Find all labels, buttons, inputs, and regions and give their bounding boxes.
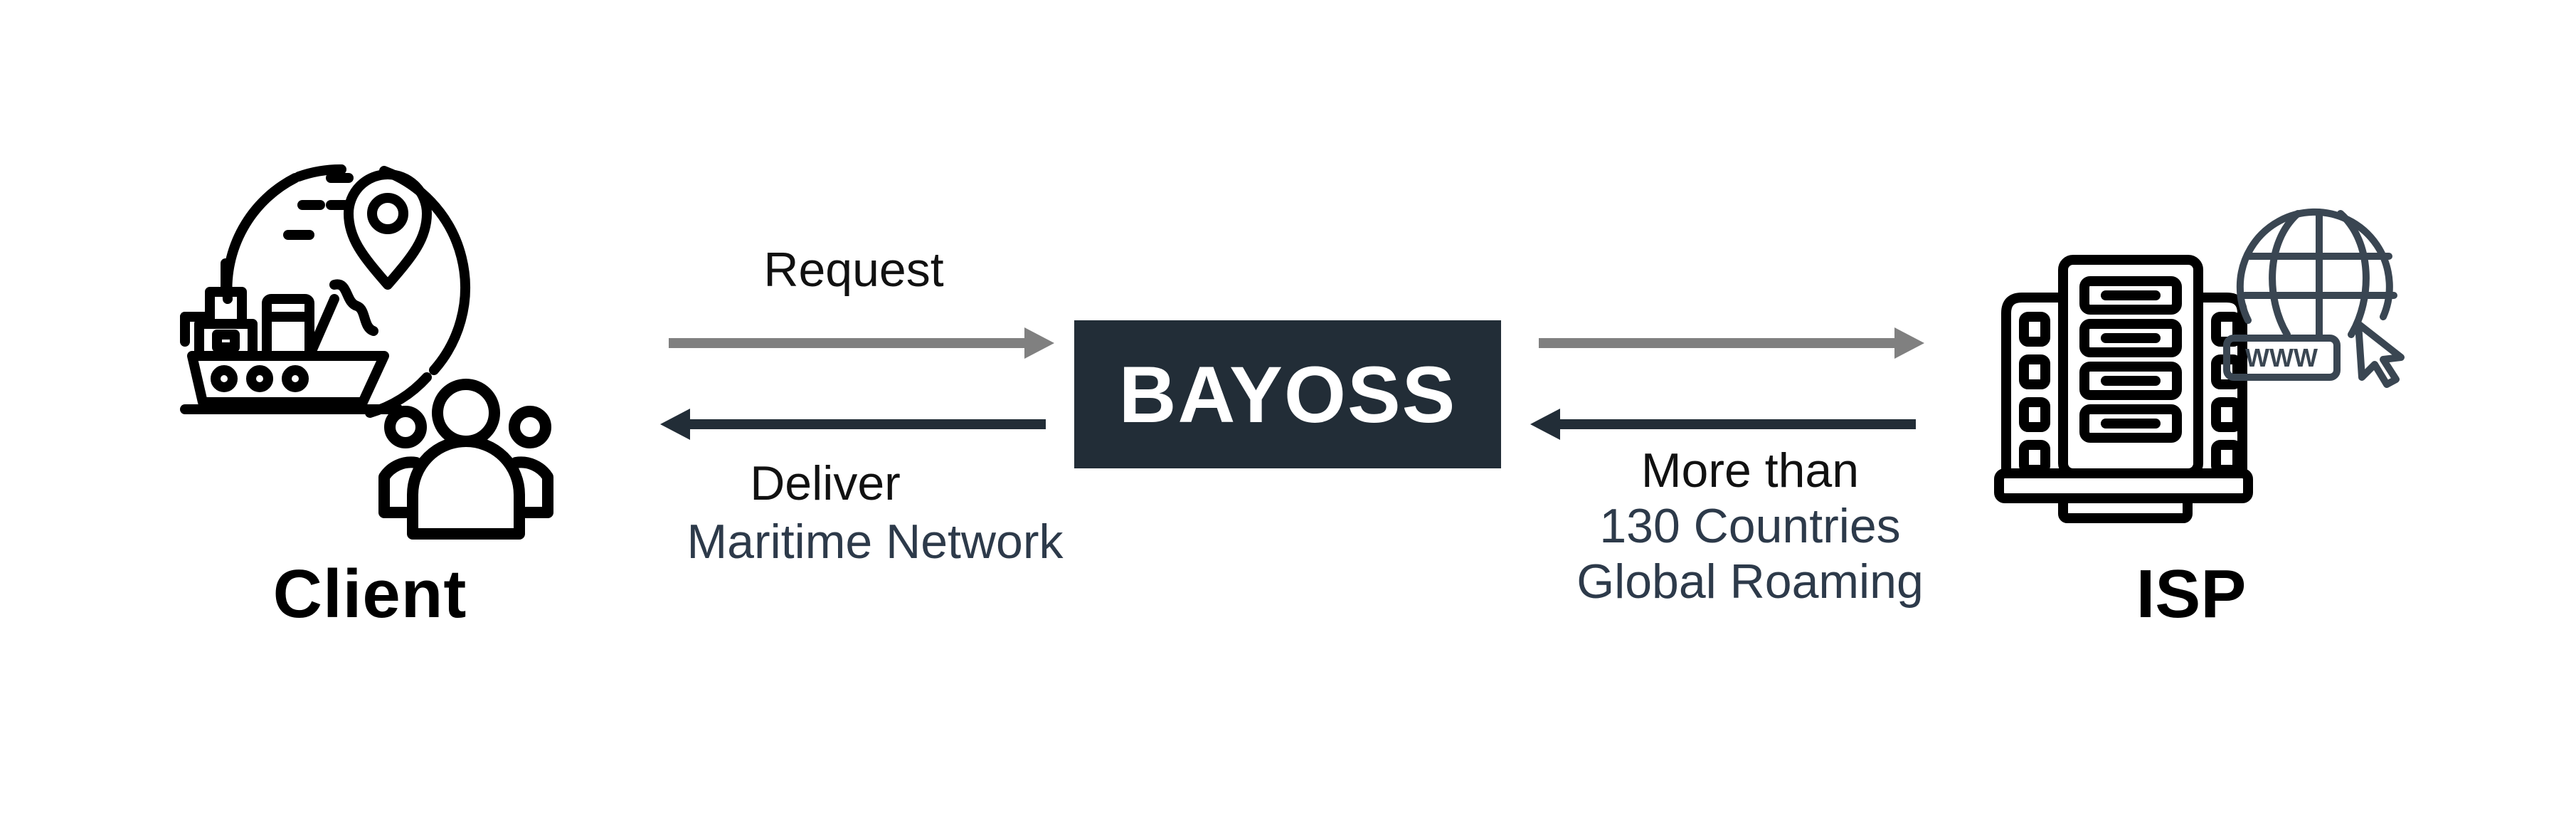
deliver-arrow [660,409,1046,440]
isp-label: ISP [2136,556,2247,632]
countries-label: 130 Countries [1599,499,1901,553]
server-globe-www-icon: WWW [1994,208,2405,523]
return-arrow [1530,409,1916,440]
bayoss-title: BAYOSS [1118,349,1457,439]
more-than-label: More than [1641,443,1860,498]
request-arrow-label: Request [763,243,944,297]
global-roaming-label: Global Roaming [1576,554,1924,609]
deliver-arrow-label: Deliver [750,456,901,510]
maritime-network-label: Maritime Network [687,515,1064,569]
svg-text:WWW: WWW [2245,343,2318,372]
client-label: Client [272,556,467,632]
ship-globe-people-icon [180,164,553,540]
forward-arrow [1539,327,1924,359]
bayoss-box: BAYOSS [1074,320,1501,468]
request-arrow [669,327,1054,359]
